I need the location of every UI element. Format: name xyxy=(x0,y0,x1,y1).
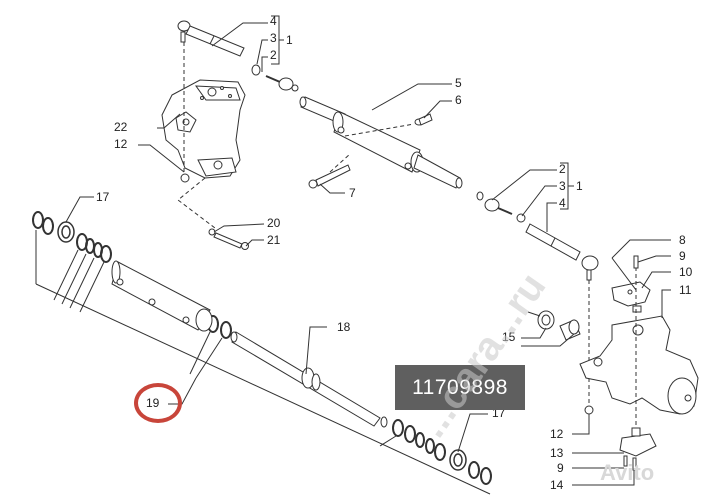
callout-7: 7 xyxy=(349,186,356,200)
callout-13: 13 xyxy=(550,446,564,460)
callout-3: 3 xyxy=(270,31,277,45)
part-number-badge: 11709898 xyxy=(395,365,525,410)
axis-line xyxy=(344,123,415,137)
gland-17-right xyxy=(449,449,467,471)
callout-3: 3 xyxy=(559,179,566,193)
axis-line xyxy=(527,311,541,317)
watermark-avito: Avito xyxy=(600,460,655,485)
callout-21: 21 xyxy=(267,233,281,247)
tie-rod-right xyxy=(476,191,599,281)
seal-rings-left xyxy=(32,211,232,339)
callout-12: 12 xyxy=(114,137,128,151)
gland-17-left xyxy=(57,221,75,243)
callout-4: 4 xyxy=(559,196,566,210)
callout-5: 5 xyxy=(455,76,462,90)
callout-4: 4 xyxy=(270,14,277,28)
callout-9: 9 xyxy=(557,461,564,475)
nut-12-lower xyxy=(584,405,594,415)
seal-rings-right xyxy=(392,419,492,485)
callout-20: 20 xyxy=(267,216,281,230)
callout-11: 11 xyxy=(679,283,692,297)
callout-17: 17 xyxy=(96,190,110,204)
callout-15: 15 xyxy=(502,330,516,344)
callout-6: 6 xyxy=(455,93,462,107)
callout-12: 12 xyxy=(550,427,564,441)
steering-cylinder-upper xyxy=(299,96,463,189)
leader-lines xyxy=(65,15,671,486)
steering-knuckle-left xyxy=(161,79,246,179)
callout-2: 2 xyxy=(270,48,277,62)
bolt-20-21 xyxy=(208,228,249,250)
highlight-circle-19 xyxy=(134,383,182,423)
callout-1: 1 xyxy=(286,33,293,47)
callout-18: 18 xyxy=(337,320,351,334)
callout-2: 2 xyxy=(559,162,566,176)
bolt-7 xyxy=(308,164,351,189)
pin-8 xyxy=(611,257,637,291)
bushing-15 xyxy=(537,310,581,341)
callout-10: 10 xyxy=(679,265,693,279)
screw-9-upper xyxy=(633,255,639,269)
callout-8: 8 xyxy=(679,233,686,247)
nut-12-upper xyxy=(180,173,190,183)
callout-22: 22 xyxy=(114,120,128,134)
kit-bracket-19 xyxy=(35,230,491,495)
callout-9: 9 xyxy=(679,249,686,263)
piston-rod-18 xyxy=(230,331,388,428)
tie-rod-upper xyxy=(177,20,299,92)
steering-knuckle-right xyxy=(579,281,699,415)
callout-1: 1 xyxy=(576,179,583,193)
sleeve-6 xyxy=(414,113,433,126)
axis-line xyxy=(329,153,351,173)
cylinder-barrel-lower xyxy=(111,260,213,332)
lower-pivot-13 xyxy=(619,427,657,471)
callout-14: 14 xyxy=(550,478,564,492)
dashed-link xyxy=(177,177,216,229)
